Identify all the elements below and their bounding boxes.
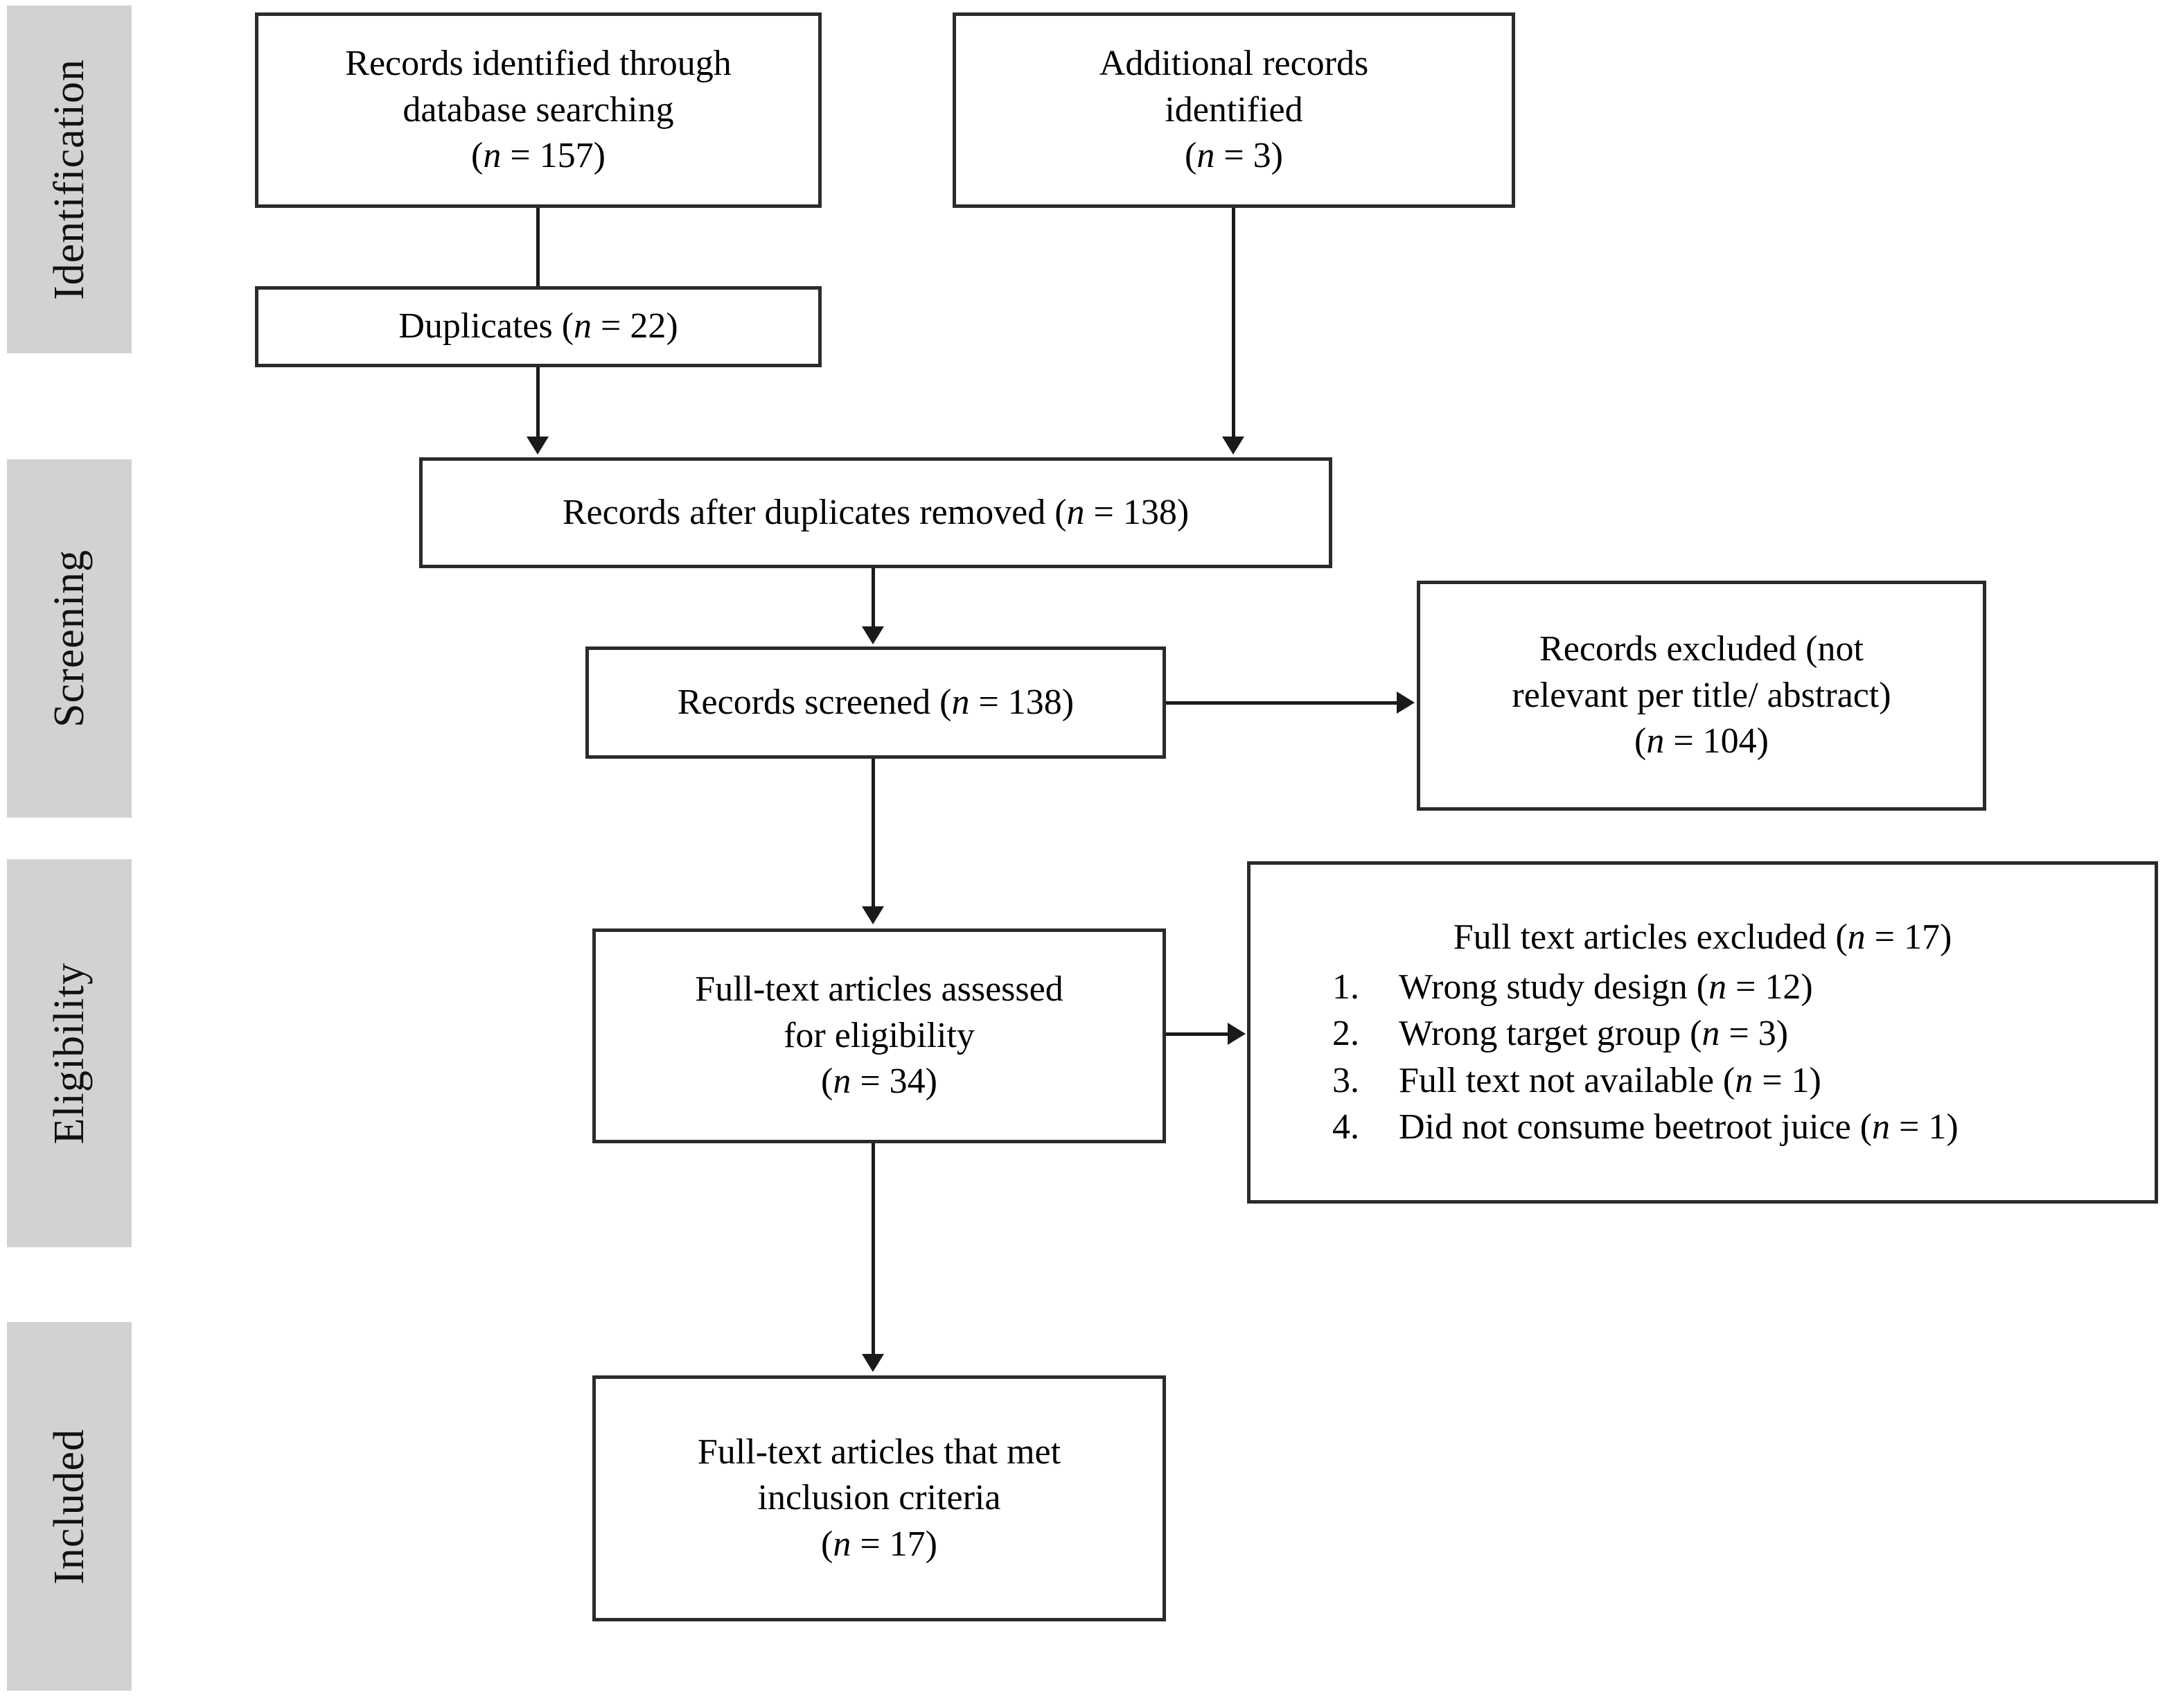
connector-screened-to-excluded (1163, 701, 1398, 705)
stage-bar-included: Included (7, 1322, 132, 1691)
additional-records-line2: identified (1165, 89, 1303, 130)
n-symbol: n (1872, 1107, 1891, 1147)
records-excluded-count: (n = 104) (1634, 721, 1769, 761)
list-item-number: 2. (1332, 1014, 1359, 1054)
connector-screened-to-fulltext (872, 757, 875, 906)
box-records-after-duplicates: Records after duplicates removed (n = 13… (419, 457, 1332, 568)
arrowhead-duplicates-down (527, 437, 549, 455)
n-symbol: n (1702, 1014, 1720, 1054)
list-item: 1. Wrong study design (n = 12) (1251, 964, 2155, 1011)
box-fulltext-excluded: Full text articles excluded (n = 17) 1. … (1247, 861, 2158, 1204)
fulltext-assessed-count: (n = 34) (821, 1062, 937, 1102)
arrowhead-additional-down (1222, 437, 1244, 455)
duplicates-text: Duplicates (n = 22) (398, 306, 678, 346)
connector-fulltext-to-included (872, 1142, 875, 1357)
included-final-line1: Full-text articles that met (697, 1432, 1061, 1472)
arrowhead-to-included-final (862, 1354, 884, 1372)
n-symbol: n (833, 1524, 851, 1564)
n-symbol: n (951, 682, 970, 722)
box-fulltext-assessed: Full-text articles assessed for eligibil… (592, 928, 1166, 1143)
list-item-number: 3. (1332, 1060, 1359, 1100)
connector-fulltext-to-excluded-list (1163, 1032, 1230, 1036)
arrowhead-to-fulltext-excluded (1228, 1023, 1246, 1045)
fulltext-excluded-heading: Full text articles excluded (n = 17) (1453, 917, 1952, 958)
list-item-label: Wrong study design (n = 12) (1399, 967, 1813, 1007)
connector-duplicates-to-after-duplicates (536, 364, 540, 439)
stage-label-identification: Identification (46, 59, 93, 300)
n-symbol: n (1708, 967, 1727, 1007)
list-item-number: 4. (1332, 1107, 1359, 1147)
list-item-label: Wrong target group (n = 3) (1399, 1014, 1789, 1054)
arrowhead-to-records-excluded (1397, 692, 1415, 714)
records-identified-count: (n = 157) (471, 136, 606, 176)
n-symbol: n (1066, 492, 1085, 532)
box-additional-records: Additional records identified (n = 3) (953, 12, 1515, 208)
list-item-label: Full text not available (n = 1) (1399, 1060, 1821, 1100)
list-item-number: 1. (1332, 967, 1359, 1007)
records-identified-line2: database searching (403, 89, 674, 130)
box-duplicates: Duplicates (n = 22) (255, 286, 822, 367)
n-symbol: n (1196, 136, 1215, 176)
n-symbol: n (1735, 1060, 1753, 1100)
stage-bar-eligibility: Eligibility (7, 859, 132, 1247)
stage-label-included: Included (46, 1428, 93, 1585)
included-final-line2: inclusion criteria (757, 1478, 1001, 1518)
stage-bar-identification: Identification (7, 6, 132, 353)
fulltext-assessed-line1: Full-text articles assessed (695, 969, 1063, 1010)
list-item: 4. Did not consume beetroot juice (n = 1… (1251, 1104, 2155, 1151)
box-records-identified: Records identified through database sear… (255, 12, 822, 208)
list-item-label: Did not consume beetroot juice (n = 1) (1399, 1107, 1959, 1147)
additional-records-count: (n = 3) (1185, 136, 1283, 176)
list-item: 3. Full text not available (n = 1) (1251, 1057, 2155, 1104)
records-screened-text: Records screened (n = 138) (677, 682, 1075, 722)
connector-additional-to-after-duplicates (1232, 206, 1235, 439)
stage-bar-screening: Screening (7, 459, 132, 818)
fulltext-assessed-line2: for eligibility (784, 1015, 975, 1055)
box-records-screened: Records screened (n = 138) (585, 646, 1166, 759)
connector-identified-to-duplicates (536, 206, 540, 288)
stage-label-screening: Screening (46, 549, 93, 728)
box-included-final: Full-text articles that met inclusion cr… (592, 1375, 1166, 1621)
included-final-count: (n = 17) (821, 1524, 937, 1564)
n-symbol: n (1847, 917, 1866, 958)
list-item: 2. Wrong target group (n = 3) (1251, 1010, 2155, 1057)
n-symbol: n (1646, 721, 1665, 761)
stage-label-eligibility: Eligibility (46, 962, 93, 1145)
box-records-excluded: Records excluded (not relevant per title… (1417, 581, 1986, 811)
additional-records-line1: Additional records (1099, 44, 1369, 84)
records-excluded-line1: Records excluded (not (1539, 629, 1864, 669)
records-identified-line1: Records identified through (345, 44, 732, 84)
arrowhead-to-screened (862, 626, 884, 644)
n-symbol: n (483, 136, 502, 176)
connector-after-duplicates-to-screened (872, 567, 875, 629)
arrowhead-to-fulltext-assessed (862, 906, 884, 924)
records-excluded-line2: relevant per title/ abstract) (1512, 675, 1891, 715)
records-after-duplicates-text: Records after duplicates removed (n = 13… (562, 492, 1190, 532)
n-symbol: n (574, 306, 592, 346)
n-symbol: n (833, 1062, 851, 1102)
